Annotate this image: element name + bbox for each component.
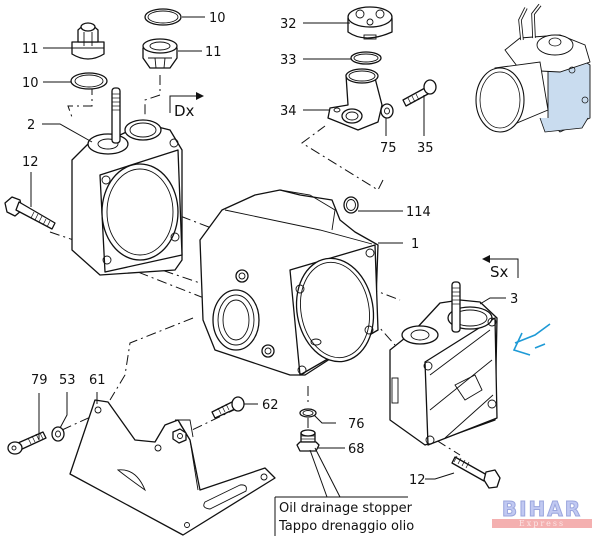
callout-62: 62 <box>262 398 279 413</box>
callout-32: 32 <box>280 17 297 32</box>
assembled-pump-thumbnail <box>475 3 591 133</box>
head-2-right <box>71 87 183 276</box>
oil-drain-note: Oil drainage stopper Tappo drenaggio oli… <box>278 501 414 534</box>
callout-10-left: 10 <box>22 76 39 91</box>
dx-arrow-icon <box>196 92 204 100</box>
axis-oil-cap <box>301 125 384 191</box>
washer-53-hole <box>55 430 61 438</box>
washer-53 <box>51 426 65 442</box>
drain-plug-68 <box>296 429 320 452</box>
leader-lines <box>30 16 506 536</box>
callout-76: 76 <box>348 417 365 432</box>
callout-12-right: 12 <box>409 473 426 488</box>
o-ring-10-left <box>70 72 108 90</box>
view-direction-arrow-icon <box>512 323 551 356</box>
callouts: 10 11 11 10 2 12 32 33 34 75 35 114 1 3 … <box>22 11 518 488</box>
callout-33: 33 <box>280 53 297 68</box>
bracket-61 <box>69 399 276 536</box>
filler-neck-34 <box>327 68 383 131</box>
o-ring-114-inner <box>346 199 356 211</box>
callout-11-right: 11 <box>205 45 222 60</box>
bolt-12-right <box>451 455 501 489</box>
callout-79: 79 <box>31 373 48 388</box>
valve-11-right <box>142 38 178 69</box>
callout-34: 34 <box>280 104 297 119</box>
pump-body-1 <box>199 189 379 376</box>
sx-bracket <box>488 258 519 278</box>
watermark-subtitle: Express <box>492 519 592 528</box>
callout-12-left: 12 <box>22 155 39 170</box>
callout-53: 53 <box>59 373 76 388</box>
callout-35: 35 <box>417 141 434 156</box>
callout-68: 68 <box>348 442 365 457</box>
callout-3: 3 <box>510 292 518 307</box>
callout-114: 114 <box>406 205 431 220</box>
o-ring-10-top <box>144 8 182 26</box>
oil-cap-32 <box>347 6 393 40</box>
dx-label: Dx <box>174 102 195 120</box>
head-3-left <box>389 281 498 446</box>
sx-label: Sx <box>490 263 509 281</box>
note-line-italian: Tappo drenaggio olio <box>278 519 414 534</box>
bolt-12-left <box>4 196 56 230</box>
washer-75 <box>380 103 394 119</box>
screw-35 <box>402 79 437 107</box>
cap-screw-62 <box>211 396 245 419</box>
callout-61: 61 <box>89 373 106 388</box>
callout-2: 2 <box>27 118 35 133</box>
valve-11-left <box>71 22 105 60</box>
axis-bracket <box>109 317 194 401</box>
axis-washer <box>61 413 98 431</box>
o-ring-33-inner <box>353 53 379 63</box>
dx-bracket <box>169 95 196 113</box>
axis-10-left <box>67 85 93 121</box>
direction-marker-dx: Dx <box>169 92 204 120</box>
o-ring-76-inner <box>302 410 314 416</box>
sx-arrow-icon <box>482 255 490 263</box>
watermark-logo: BIHAR Express <box>492 499 592 531</box>
washer-75-hole <box>384 107 390 115</box>
callout-75: 75 <box>380 141 397 156</box>
callout-10-top: 10 <box>209 11 226 26</box>
watermark-title: BIHAR <box>501 497 583 521</box>
direction-marker-sx: Sx <box>482 255 519 281</box>
cap-screw-79 <box>7 431 47 455</box>
note-line-english: Oil drainage stopper <box>279 501 413 516</box>
axis-11-right <box>144 75 161 118</box>
o-ring-10-left-inner <box>74 74 104 88</box>
callout-11-left: 11 <box>22 42 39 57</box>
o-ring-10-top-inner <box>147 10 179 24</box>
callout-1: 1 <box>411 237 419 252</box>
